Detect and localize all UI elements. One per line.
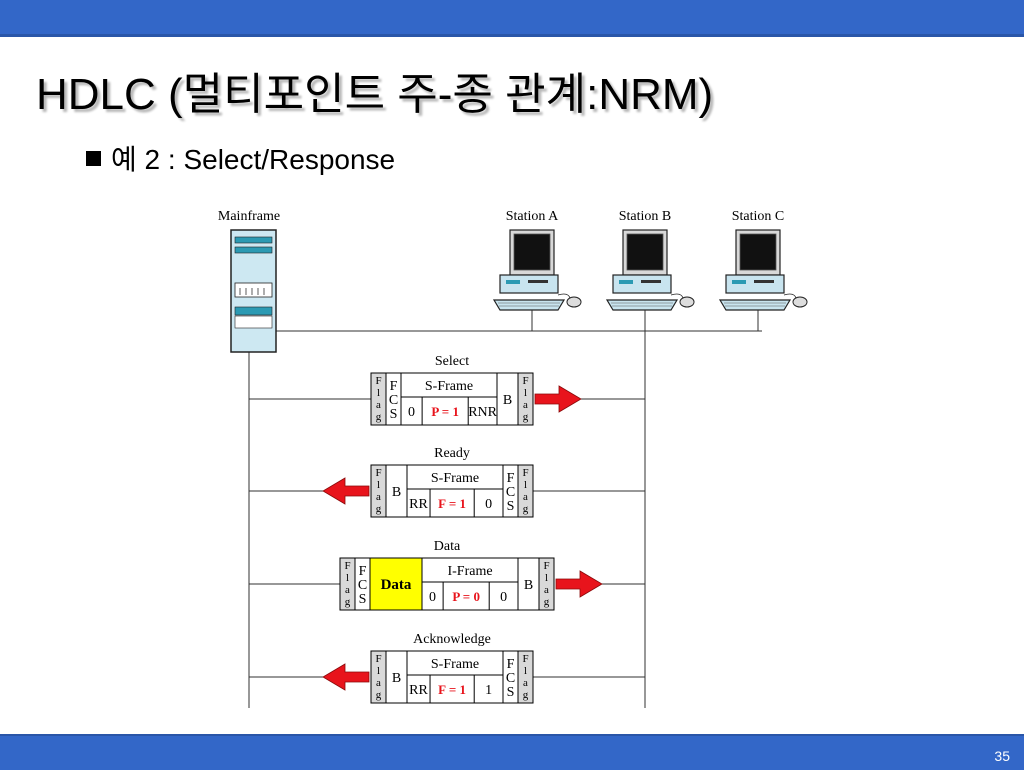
control-subfield-label: 1 bbox=[485, 683, 492, 698]
frame-field bbox=[400, 372, 498, 426]
slide-title: HDLC (멀티포인트 주-종 관계:NRM) bbox=[36, 70, 714, 119]
bottom-accent-bar: 35 bbox=[0, 734, 1024, 770]
frame-field bbox=[517, 650, 534, 704]
poll-final-bit-label: P = 1 bbox=[431, 404, 459, 419]
frame-type-label: I-Frame bbox=[447, 564, 492, 579]
station-label: Station A bbox=[506, 209, 559, 224]
address-field-label: B bbox=[392, 485, 401, 500]
data-field-label: Data bbox=[381, 577, 412, 593]
control-subfield-label: 0 bbox=[485, 497, 492, 512]
frame-label: Acknowledge bbox=[413, 632, 491, 647]
address-field-label: B bbox=[503, 393, 512, 408]
frame-field bbox=[421, 557, 519, 611]
control-subfield-label: RR bbox=[409, 497, 428, 512]
mainframe-icon bbox=[230, 229, 277, 353]
computer-station-icon bbox=[718, 229, 808, 311]
frame-label: Ready bbox=[434, 446, 470, 461]
frame-field bbox=[406, 464, 504, 518]
frame-type-label: S-Frame bbox=[431, 657, 479, 672]
arrow-right-icon bbox=[555, 570, 603, 598]
address-field-label: B bbox=[392, 671, 401, 686]
frame-label: Select bbox=[435, 354, 469, 369]
poll-final-bit-label: F = 1 bbox=[438, 682, 466, 697]
station-label: Station B bbox=[619, 209, 672, 224]
frame-field bbox=[406, 650, 504, 704]
poll-final-bit-label: P = 0 bbox=[452, 589, 480, 604]
arrow-left-icon bbox=[322, 663, 370, 691]
arrow-right-icon bbox=[534, 385, 582, 413]
control-subfield-label: 0 bbox=[500, 590, 507, 605]
square-bullet-icon bbox=[86, 151, 101, 166]
frame-type-label: S-Frame bbox=[431, 471, 479, 486]
frame-field bbox=[517, 372, 534, 426]
frame-field bbox=[517, 464, 534, 518]
computer-station-icon bbox=[605, 229, 695, 311]
arrow-left-icon bbox=[322, 477, 370, 505]
page-number: 35 bbox=[994, 748, 1010, 764]
poll-final-bit-label: F = 1 bbox=[438, 496, 466, 511]
frame-type-label: S-Frame bbox=[425, 379, 473, 394]
frame-field bbox=[538, 557, 555, 611]
mainframe-label: Mainframe bbox=[218, 209, 280, 224]
bullet-item: 예 2 : Select/Response bbox=[86, 138, 395, 178]
top-accent-bar bbox=[0, 0, 1024, 37]
control-subfield-label: RNR bbox=[468, 405, 497, 420]
computer-station-icon bbox=[492, 229, 582, 311]
control-subfield-label: 0 bbox=[429, 590, 436, 605]
station-label: Station C bbox=[732, 209, 785, 224]
address-field-label: B bbox=[524, 578, 533, 593]
control-subfield-label: RR bbox=[409, 683, 428, 698]
bullet-text: 예 2 : Select/Response bbox=[111, 144, 396, 175]
control-subfield-label: 0 bbox=[408, 405, 415, 420]
frame-label: Data bbox=[434, 539, 461, 554]
